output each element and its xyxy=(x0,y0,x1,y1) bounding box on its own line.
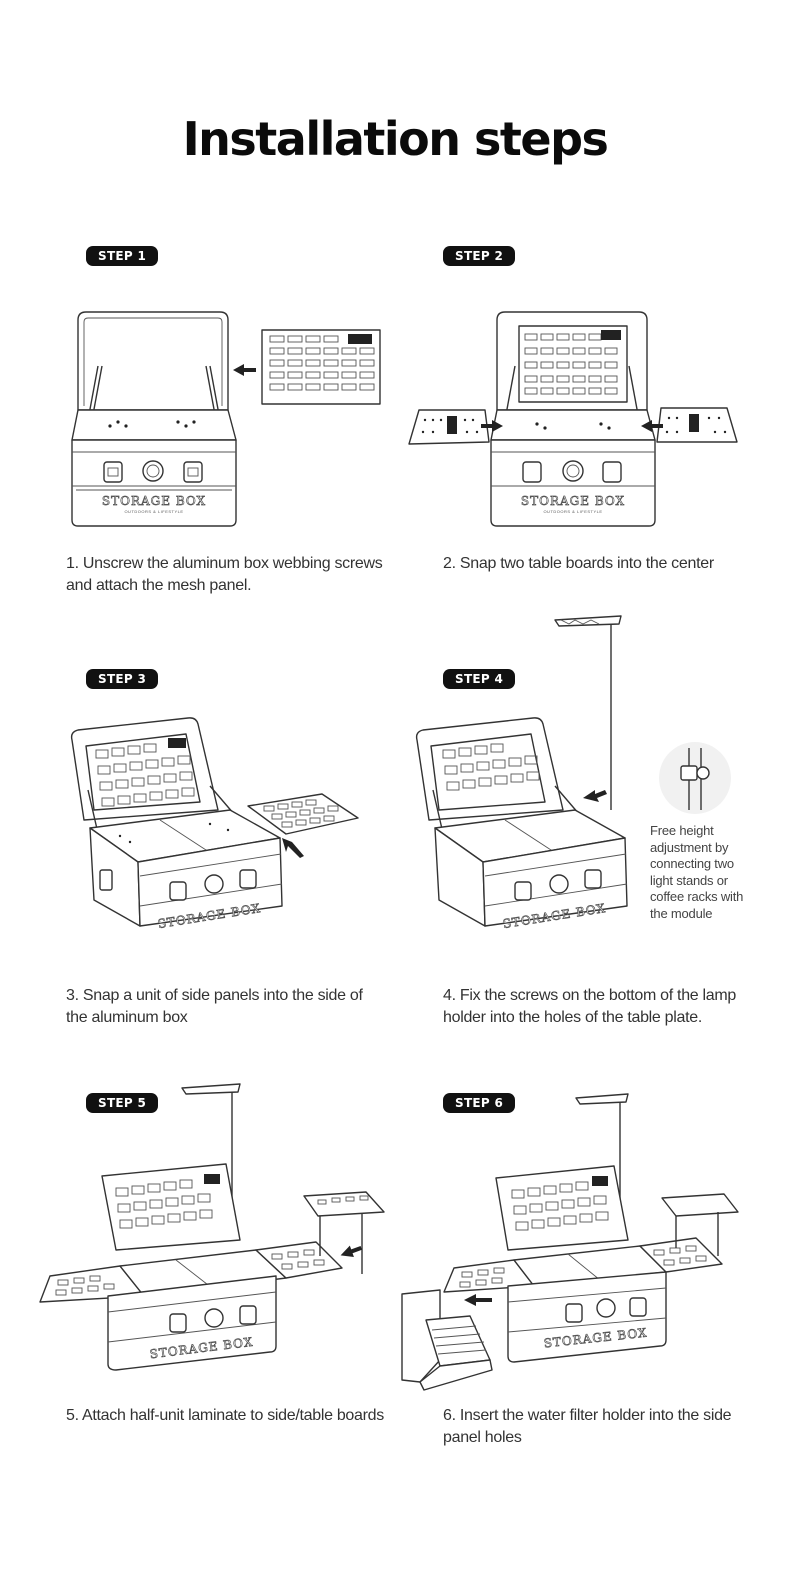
step-1-badge: STEP 1 xyxy=(86,246,159,266)
box-sublabel-1: OUTDOORS & LIFESTYLE xyxy=(124,509,183,514)
step-5-caption: 5. Attach half-unit laminate to side/tab… xyxy=(66,1407,384,1424)
step-3-caption: 3. Snap a unit of side panels into the s… xyxy=(66,987,363,1026)
step-5-badge: STEP 5 xyxy=(86,1093,159,1113)
step-2-badge: STEP 2 xyxy=(443,246,516,266)
step-4-badge: STEP 4 xyxy=(443,669,516,689)
step-3-badge: STEP 3 xyxy=(86,669,159,689)
step-6-badge: STEP 6 xyxy=(443,1093,516,1113)
box-sublabel-2: OUTDOORS & LIFESTYLE xyxy=(543,509,602,514)
step-4-caption: 4. Fix the screws on the bottom of the l… xyxy=(443,987,737,1026)
step-2-illustration: STORAGE BOX OUTDOORS & LIFESTYLE xyxy=(408,311,738,527)
step-4-illustration: STORAGE BOX xyxy=(415,615,731,931)
step-3-illustration: STORAGE BOX xyxy=(70,717,359,931)
step-1-illustration: STORAGE BOX OUTDOORS & LIFESTYLE xyxy=(71,311,381,527)
step-1-caption: 1. Unscrew the aluminum box webbing scre… xyxy=(66,555,383,594)
step-6-illustration: STORAGE BOX xyxy=(401,1093,739,1391)
step-6-caption: 6. Insert the water filter holder into t… xyxy=(443,1407,732,1446)
box-label-2: STORAGE BOX xyxy=(521,494,625,508)
step-4-note: Free height adjustment by connecting two… xyxy=(650,823,744,921)
step-5-illustration: STORAGE BOX xyxy=(39,1083,385,1371)
page-title: Installation steps xyxy=(182,112,609,166)
step-2-caption: 2. Snap two table boards into the center xyxy=(443,555,714,572)
box-label-1: STORAGE BOX xyxy=(102,494,206,508)
